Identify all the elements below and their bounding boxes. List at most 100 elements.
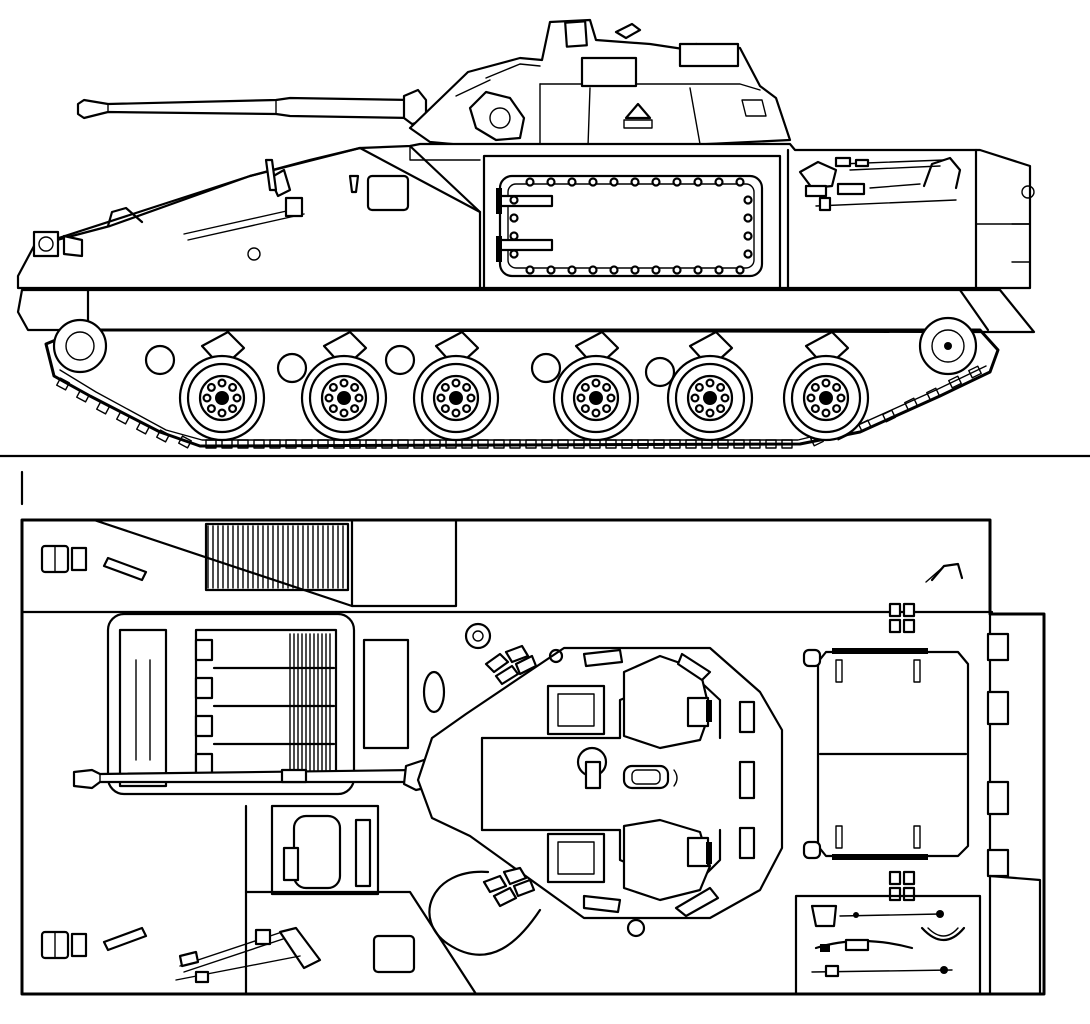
deck-latch — [194, 752, 214, 776]
track-link — [926, 387, 940, 401]
track-link — [637, 439, 649, 449]
track-link — [136, 421, 150, 435]
track-link — [557, 439, 569, 449]
rivet — [630, 265, 640, 275]
rear-stowage — [798, 156, 1035, 263]
rivet — [567, 265, 577, 275]
road-wheel — [178, 330, 266, 442]
door-rivets — [509, 177, 753, 275]
side-view — [0, 18, 1090, 458]
track-link — [237, 439, 249, 449]
rivet — [735, 265, 745, 275]
track-link — [605, 439, 617, 449]
hull-top-outline — [20, 518, 1046, 996]
road-wheel — [782, 330, 870, 442]
cannon-barrel — [76, 88, 428, 126]
track-link — [948, 375, 962, 389]
rivet — [509, 231, 519, 241]
rivet — [509, 249, 519, 259]
road-wheel — [412, 330, 500, 442]
front-stowage-top — [40, 544, 416, 984]
track-link — [381, 439, 393, 449]
rear-deck-hatch — [802, 648, 970, 860]
track-link — [573, 439, 585, 449]
track-skirt — [16, 288, 1036, 334]
rivet — [672, 177, 682, 187]
rivet — [509, 195, 519, 205]
front-glacis-top — [20, 518, 994, 996]
rivet — [743, 195, 753, 205]
rivet — [588, 177, 598, 187]
road-wheel — [552, 330, 640, 442]
track-link — [685, 439, 697, 449]
deck-latch — [194, 676, 214, 700]
track-link — [749, 439, 761, 449]
rear-right-details — [888, 562, 1042, 996]
rivet — [525, 177, 535, 187]
road-wheels — [178, 330, 870, 442]
track-link — [904, 397, 918, 411]
rivet — [588, 265, 598, 275]
rivet — [525, 265, 535, 275]
track-link — [653, 439, 665, 449]
track-link — [205, 439, 217, 449]
rivet — [714, 177, 724, 187]
radiator-fins — [194, 633, 331, 779]
track-link — [765, 439, 777, 449]
track-link — [429, 439, 441, 449]
rear-door — [482, 154, 782, 290]
turret-top — [416, 646, 784, 938]
rivet — [672, 265, 682, 275]
rivet — [693, 177, 703, 187]
running-gear — [52, 316, 978, 388]
track-link — [96, 401, 110, 415]
deck-latch — [194, 714, 214, 738]
engine-grille — [204, 522, 350, 592]
track-link — [285, 439, 297, 449]
track-link — [301, 439, 313, 449]
track-link — [781, 439, 793, 449]
tool-stowage-box — [794, 894, 982, 996]
track-link — [178, 435, 192, 449]
engine-deck — [106, 612, 446, 796]
track-link — [269, 439, 281, 449]
cable-loop — [428, 870, 542, 956]
track-link — [493, 439, 505, 449]
track-link — [621, 439, 633, 449]
track-link — [76, 389, 90, 403]
rivet — [567, 177, 577, 187]
rivet — [609, 177, 619, 187]
track-link — [669, 439, 681, 449]
track-link — [253, 439, 265, 449]
top-view — [20, 470, 1046, 996]
track-link — [317, 439, 329, 449]
track-link — [882, 409, 896, 423]
rivet — [743, 249, 753, 259]
rivet — [743, 213, 753, 223]
track-link — [717, 439, 729, 449]
track-link — [477, 439, 489, 449]
smoke-dischargers — [464, 622, 538, 908]
track-link — [413, 439, 425, 449]
rivet — [714, 265, 724, 275]
track-link — [858, 419, 872, 433]
rivet — [693, 265, 703, 275]
track-link — [156, 429, 170, 443]
track-link — [116, 411, 130, 425]
track-link — [349, 439, 361, 449]
rivet — [609, 265, 619, 275]
track-link — [541, 439, 553, 449]
track-link — [968, 365, 982, 379]
turret-side — [408, 18, 792, 154]
rivet — [651, 265, 661, 275]
rivet — [735, 177, 745, 187]
track-link — [397, 439, 409, 449]
track-link — [525, 439, 537, 449]
track-link — [733, 439, 745, 449]
rivet — [546, 265, 556, 275]
road-wheel — [300, 330, 388, 442]
rivet — [546, 177, 556, 187]
track-link — [461, 439, 473, 449]
